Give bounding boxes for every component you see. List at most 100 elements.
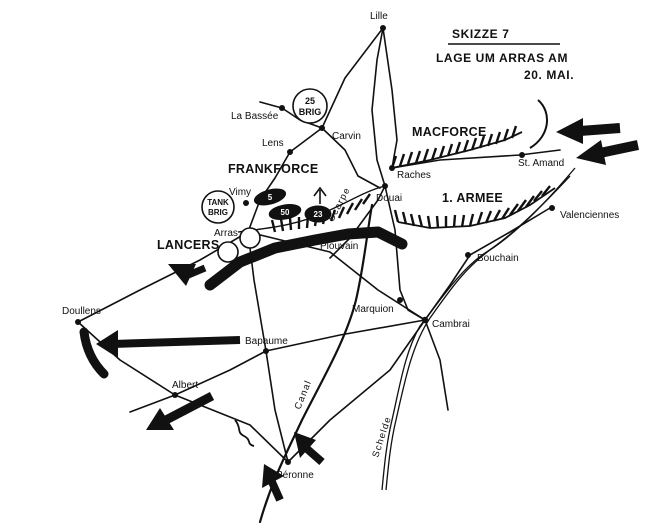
town-labassee-dot xyxy=(279,105,285,111)
town-doullens-dot xyxy=(75,319,81,325)
title-line-2: LAGE UM ARRAS AM xyxy=(436,51,568,65)
front-armee-hatch xyxy=(393,185,551,229)
label-armee: 1. ARMEE xyxy=(442,191,503,205)
unit-symbols: 25 BRIG TANK BRIG 5 50 23 xyxy=(201,88,332,263)
title-block: SKIZZE 7 LAGE UM ARRAS AM 20. MAI. xyxy=(436,27,574,82)
arrow-east-upper-head xyxy=(556,118,583,144)
arrow-peronne-upper-shaft xyxy=(303,444,325,466)
road-cambrai-valenciennes xyxy=(424,207,551,321)
label-doullens: Doullens xyxy=(62,306,101,317)
arrow-albert-head xyxy=(146,408,174,430)
label-peronne: Péronne xyxy=(276,470,314,481)
label-plouvain: Plouvain xyxy=(320,241,358,252)
river-schelde-west xyxy=(381,175,571,491)
town-carvin-dot xyxy=(319,125,325,131)
label-cambrai: Cambrai xyxy=(432,319,470,330)
road-bapaume-peronne xyxy=(265,350,289,463)
attack-arrows xyxy=(79,99,640,502)
river-canal xyxy=(258,203,374,524)
unit-50-oval xyxy=(268,204,302,220)
arrow-doullens-head xyxy=(96,330,118,358)
label-canal: Canal xyxy=(293,378,315,411)
label-douai: Douai xyxy=(376,193,402,204)
label-raches: Raches xyxy=(397,170,431,181)
town-valenciennes-dot xyxy=(549,205,555,211)
label-vimy: Vimy xyxy=(229,187,251,198)
arrow-doullens-shaft xyxy=(111,336,241,348)
place-labels: Lille La Bassée Carvin Lens Vimy Arras R… xyxy=(62,11,619,481)
arrow-east-upper-shaft xyxy=(579,123,621,136)
arrow-peronne-lower-head xyxy=(262,464,284,488)
arrow-peronne-upper-head xyxy=(294,432,316,458)
road-lens-arras xyxy=(247,151,291,233)
unit-23-div: 23 xyxy=(304,205,332,223)
town-raches-dot xyxy=(389,165,395,171)
town-bapaume-dot xyxy=(263,348,269,354)
road-lille-lens xyxy=(289,27,384,153)
arras-circle-2 xyxy=(217,241,239,263)
road-raches-stamand xyxy=(391,149,561,169)
label-stamand: St. Amand xyxy=(518,158,564,169)
label-albert: Albert xyxy=(172,380,198,391)
unit-tank-brig: TANK BRIG xyxy=(201,190,235,224)
road-lille-raches xyxy=(382,27,398,169)
unit-5-oval xyxy=(253,188,287,206)
town-peronne-dot xyxy=(285,459,291,465)
label-lens: Lens xyxy=(262,138,284,149)
front-macforce-hatch xyxy=(390,125,518,169)
arrow-albert-shaft xyxy=(163,392,215,424)
town-albert-dot xyxy=(172,392,178,398)
label-bouchain: Bouchain xyxy=(477,253,519,264)
road-douai-cambrai xyxy=(384,185,426,321)
arrow-east-lower-head xyxy=(576,140,606,165)
arras-circle-1 xyxy=(239,227,261,249)
towns xyxy=(75,25,555,465)
unit-25-brig-label: BRIG xyxy=(299,107,322,117)
label-labassee: La Bassée xyxy=(231,111,279,122)
unit-23-oval xyxy=(304,205,332,223)
unit-50-div: 50 xyxy=(268,204,302,220)
town-cambrai-dot xyxy=(421,316,429,324)
town-lille-dot xyxy=(380,25,386,31)
road-douai-plouvain xyxy=(329,185,386,259)
title-line-1: SKIZZE 7 xyxy=(452,27,509,41)
label-carvin: Carvin xyxy=(332,131,361,142)
unit-tank-brig-line-1: TANK xyxy=(207,198,229,207)
label-valenciennes: Valenciennes xyxy=(560,210,619,221)
title-line-3: 20. MAI. xyxy=(524,68,574,82)
unit-tank-brig-line-2: BRIG xyxy=(208,208,228,217)
label-macforce: MACFORCE xyxy=(412,125,487,139)
label-bapaume: Bapaume xyxy=(245,336,288,347)
front-macforce xyxy=(390,125,523,169)
arrow-lancers-head xyxy=(168,264,196,286)
unit-25-brig: 25 BRIG xyxy=(292,88,328,124)
arrow-doullens-bar xyxy=(79,327,109,379)
label-arras: Arras xyxy=(214,228,238,239)
front-line xyxy=(204,226,408,291)
town-lens-dot xyxy=(287,149,293,155)
town-stamand-dot xyxy=(519,152,525,158)
label-frankforce: FRANKFORCE xyxy=(228,162,319,176)
unit-23-label: 23 xyxy=(314,210,323,219)
front-armee xyxy=(393,185,556,229)
arrow-north-head xyxy=(313,186,327,197)
road-lille-douai xyxy=(371,27,386,187)
arrow-east-lower-shaft xyxy=(598,140,640,158)
unit-5-label: 5 xyxy=(268,193,273,202)
unit-5-div: 5 xyxy=(253,188,287,206)
squiggle-mark xyxy=(234,419,255,447)
unit-tank-brig-circle xyxy=(201,190,235,224)
label-marquion: Marquion xyxy=(352,304,394,315)
town-bouchain-dot xyxy=(465,252,471,258)
road-bapaume-albert xyxy=(129,350,267,413)
town-marquion-dot xyxy=(397,297,403,303)
label-lancers: LANCERS xyxy=(157,238,220,252)
unit-25-brig-number: 25 xyxy=(305,96,315,106)
unit-50-label: 50 xyxy=(281,208,290,217)
road-bapaume-cambrai xyxy=(265,319,426,352)
force-labels: MACFORCE FRANKFORCE 1. ARMEE LANCERS xyxy=(157,125,503,252)
town-douai-dot xyxy=(382,183,388,189)
town-vimy-dot xyxy=(243,200,249,206)
